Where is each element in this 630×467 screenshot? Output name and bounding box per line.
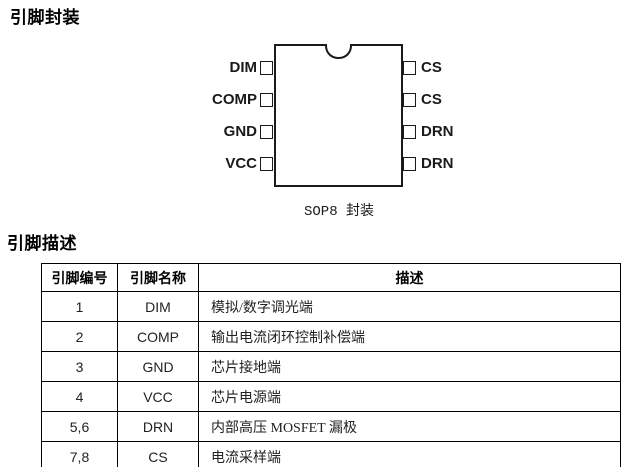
- pin-label-vcc: VCC: [225, 155, 257, 172]
- pin-label-cs-bottom: CS: [421, 91, 442, 108]
- package-caption: SOP8 封装: [303, 204, 374, 220]
- pin-description-cell: 电流采样端: [198, 441, 621, 467]
- pin-name-cell: VCC: [117, 381, 199, 412]
- pin-box-2: [260, 93, 273, 107]
- pin-number-cell: 7,8: [41, 441, 118, 467]
- table-row: 3 GND 芯片接地端: [41, 351, 621, 382]
- pin-name-cell: COMP: [117, 321, 199, 352]
- table-row: 7,8 CS 电流采样端: [41, 441, 621, 467]
- pin-number-cell: 5,6: [41, 411, 118, 442]
- pin-box-7: [403, 93, 416, 107]
- section-title-pin-description: 引脚描述: [7, 234, 77, 253]
- pin-name-cell: DRN: [117, 411, 199, 442]
- pin-number-cell: 4: [41, 381, 118, 412]
- pin-description-cell: 模拟/数字调光端: [198, 291, 621, 322]
- pin-box-8: [403, 61, 416, 75]
- pin-label-gnd: GND: [223, 123, 257, 140]
- pin-box-5: [403, 157, 416, 171]
- pin-description-cell: 内部高压 MOSFET 漏极: [198, 411, 621, 442]
- pin-box-4: [260, 157, 273, 171]
- table-row: 4 VCC 芯片电源端: [41, 381, 621, 412]
- table-row: 5,6 DRN 内部高压 MOSFET 漏极: [41, 411, 621, 442]
- chip-body: [274, 44, 403, 187]
- pin-label-comp: COMP: [212, 91, 257, 108]
- pin-description-cell: 输出电流闭环控制补偿端: [198, 321, 621, 352]
- header-pin-name: 引脚名称: [117, 263, 199, 292]
- pin-box-1: [260, 61, 273, 75]
- pin-description-cell: 芯片电源端: [198, 381, 621, 412]
- table-row: 2 COMP 输出电流闭环控制补偿端: [41, 321, 621, 352]
- pin-description-cell: 芯片接地端: [198, 351, 621, 382]
- pin-name-cell: DIM: [117, 291, 199, 322]
- header-description: 描述: [198, 263, 621, 292]
- header-pin-number: 引脚编号: [41, 263, 118, 292]
- pin-label-drn-bottom: DRN: [421, 155, 454, 172]
- pin-label-drn-top: DRN: [421, 123, 454, 140]
- pin-number-cell: 1: [41, 291, 118, 322]
- table-header-row: 引脚编号 引脚名称 描述: [41, 263, 621, 292]
- pin-label-cs-top: CS: [421, 59, 442, 76]
- pin-box-6: [403, 125, 416, 139]
- table-row: 1 DIM 模拟/数字调光端: [41, 291, 621, 322]
- pin-name-cell: GND: [117, 351, 199, 382]
- pin-description-table: 引脚编号 引脚名称 描述 1 DIM 模拟/数字调光端 2 COMP 输出电流闭…: [41, 263, 621, 467]
- pin-number-cell: 2: [41, 321, 118, 352]
- pin-box-3: [260, 125, 273, 139]
- pin-label-dim: DIM: [229, 59, 258, 76]
- section-title-pin-package: 引脚封装: [10, 8, 80, 27]
- pin-number-cell: 3: [41, 351, 118, 382]
- pin-name-cell: CS: [117, 441, 199, 467]
